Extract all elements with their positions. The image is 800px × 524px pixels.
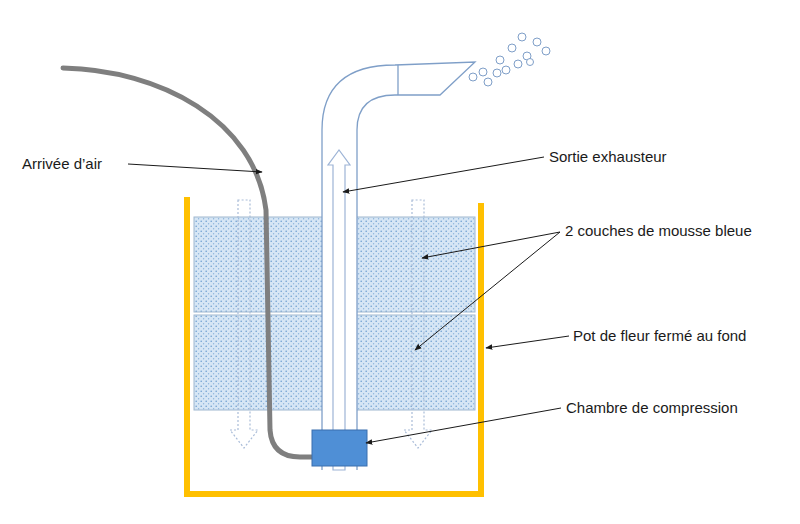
flow-arrow — [230, 200, 258, 448]
bubbles — [469, 33, 550, 86]
compression-chamber — [312, 430, 367, 466]
callout-label: 2 couches de mousse bleue — [565, 222, 752, 240]
air-hose — [63, 68, 314, 457]
exhaust-tube — [322, 62, 475, 470]
callout-label: Chambre de compression — [566, 399, 738, 417]
callout-label: Arrivée d’air — [22, 155, 102, 173]
callout-label: Sortie exhausteur — [549, 148, 667, 166]
tube-joint — [397, 65, 398, 95]
flow-arrow — [404, 200, 432, 448]
flow-arrow — [328, 150, 350, 470]
callout-label: Pot de fleur fermé au fond — [573, 327, 746, 345]
leader-lines — [128, 157, 569, 443]
